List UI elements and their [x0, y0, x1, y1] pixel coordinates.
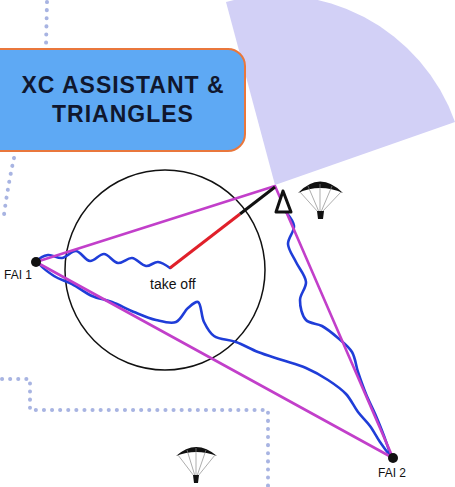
- takeoff-label: take off: [150, 276, 196, 292]
- fai-triangle: [36, 186, 393, 458]
- start-marker: [276, 191, 291, 212]
- turnpoint-dot: [31, 257, 41, 267]
- paraglider-icon: [298, 182, 343, 220]
- title-text: XC ASSISTANT & TRIANGLES: [10, 71, 236, 129]
- turnpoint-dot: [388, 453, 398, 463]
- view-sector: [226, 0, 455, 185]
- flight-track: [38, 212, 390, 455]
- turnpoint-label: FAI 2: [378, 467, 406, 481]
- dotted-route: [4, 158, 14, 215]
- takeoff-leg: [170, 214, 240, 268]
- title-banner: XC ASSISTANT & TRIANGLES: [0, 48, 246, 152]
- takeoff-leg: [240, 187, 275, 214]
- dotted-route: [2, 379, 268, 486]
- paraglider-icon: [176, 447, 217, 483]
- track-layer: [38, 212, 390, 455]
- dotted-route: [46, 2, 47, 46]
- turnpoint-label: FAI 1: [4, 269, 32, 283]
